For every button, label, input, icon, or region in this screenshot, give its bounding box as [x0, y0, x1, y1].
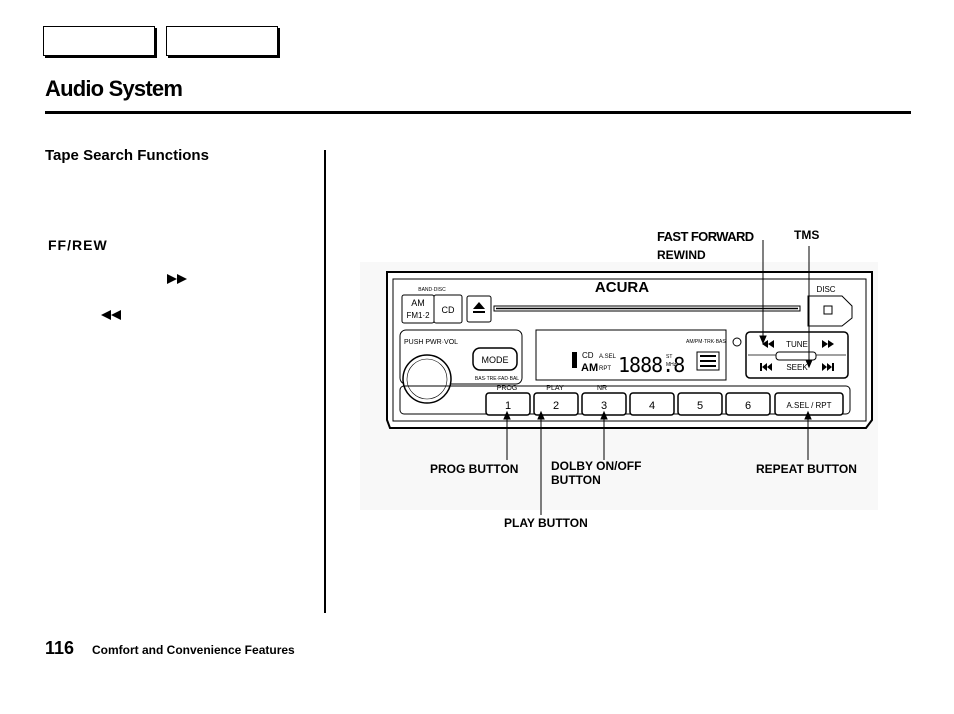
repeat-button-callout: REPEAT BUTTON [756, 462, 857, 476]
callout-leaders [503, 240, 813, 515]
svg-text:AM: AM [581, 362, 598, 374]
preset-button-1[interactable]: 1 [485, 392, 531, 416]
svg-text:BAS·TRE·FAD·BAL: BAS·TRE·FAD·BAL [475, 376, 519, 382]
dolby-button-callout: DOLBY ON/OFF BUTTON [551, 459, 642, 487]
fast-forward-icon [167, 274, 187, 284]
rewind-icon [101, 310, 121, 320]
fast-forward-callout: FAST FORWARD [657, 229, 754, 244]
svg-text:BAND·DISC: BAND·DISC [418, 287, 446, 293]
radio-display [535, 329, 727, 381]
svg-text:1888.8: 1888.8 [618, 353, 684, 377]
svg-text:TUNE: TUNE [786, 340, 808, 349]
svg-text:6: 6 [745, 400, 751, 412]
ffrew-heading: FF/REW [48, 237, 108, 253]
footer-section: Comfort and Convenience Features [92, 643, 295, 657]
svg-text:CD: CD [442, 305, 455, 315]
mode-button[interactable] [472, 347, 518, 371]
preset-button-4[interactable]: 4 [629, 392, 675, 416]
svg-text:A.SEL / RPT: A.SEL / RPT [786, 401, 831, 410]
previous-page-button[interactable] [43, 26, 155, 56]
rewind-callout: REWIND [657, 248, 706, 262]
svg-text:MHz: MHz [666, 362, 677, 368]
svg-text:MODE: MODE [482, 355, 509, 365]
next-page-button[interactable] [166, 26, 278, 56]
svg-text:1: 1 [505, 400, 511, 412]
svg-text:FM1·2: FM1·2 [406, 311, 430, 320]
asel-rpt-button[interactable]: A.SEL / RPT [774, 392, 844, 416]
volume-knob[interactable] [402, 354, 452, 404]
play-button-callout: PLAY BUTTON [504, 516, 588, 530]
svg-text:3: 3 [601, 400, 607, 412]
section-heading: Tape Search Functions [45, 147, 209, 164]
brand-logo: ACURA [595, 279, 649, 296]
svg-text:RPT: RPT [599, 366, 611, 372]
svg-text:A.SEL: A.SEL [599, 354, 617, 360]
title-rule [45, 111, 911, 114]
preset-button-6[interactable]: 6 [725, 392, 771, 416]
svg-text:4: 4 [649, 400, 655, 412]
svg-text:PROG: PROG [497, 385, 518, 392]
preset-button-2[interactable]: 2 [533, 392, 579, 416]
svg-text:PUSH PWR·VOL: PUSH PWR·VOL [404, 339, 458, 346]
svg-text:ST: ST [666, 354, 672, 360]
preset-button-5[interactable]: 5 [677, 392, 723, 416]
svg-text:NR: NR [597, 385, 607, 392]
cd-button[interactable] [433, 294, 463, 324]
svg-text:5: 5 [697, 400, 703, 412]
svg-text:SEEK: SEEK [786, 363, 808, 372]
tms-callout: TMS [794, 228, 820, 242]
svg-text:2: 2 [553, 400, 559, 412]
svg-text:CD: CD [582, 351, 594, 360]
svg-text:AM/PM·TRK·BAS: AM/PM·TRK·BAS [686, 339, 726, 345]
prog-button-callout: PROG BUTTON [430, 462, 519, 476]
svg-text:DISC: DISC [816, 285, 835, 294]
svg-text:PLAY: PLAY [546, 385, 564, 392]
column-divider [324, 150, 326, 613]
page-number: 116 [45, 638, 75, 658]
page-title: Audio System [45, 76, 183, 101]
svg-text:AM: AM [411, 298, 425, 308]
